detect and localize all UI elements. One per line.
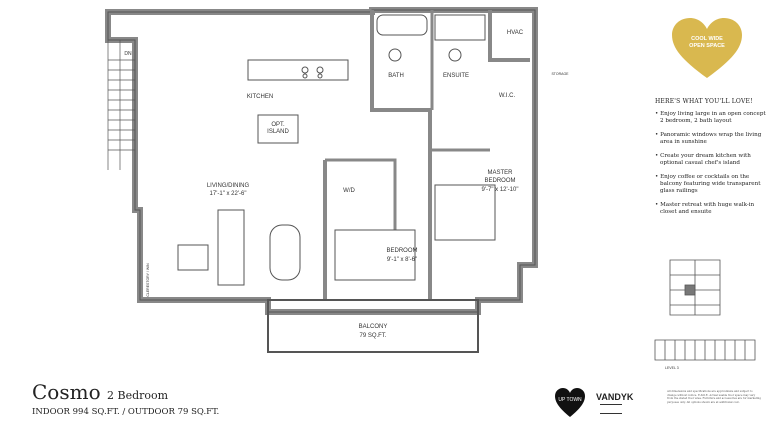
feature-item: • Panoramic windows wrap the living area… <box>655 132 762 145</box>
key-plan: LEVEL 3 <box>654 259 756 370</box>
vandyk-logo: VANDYK <box>596 392 634 402</box>
unit-name: Cosmo <box>32 380 101 404</box>
master-label-2: BEDROOM <box>484 178 515 184</box>
unit-area: INDOOR 994 SQ.FT. / OUTDOOR 79 SQ.FT. <box>32 407 220 417</box>
badge-label: COOL WIDE OPEN SPACE <box>672 36 742 50</box>
heart-badge-icon <box>672 18 742 78</box>
bedroom-dim: 9'-1" x 8'-6" <box>387 257 417 263</box>
balcony-label: BALCONY <box>359 324 388 330</box>
unit-type: 2 Bedroom <box>106 389 169 402</box>
uptown-logo-text: UP TOWN <box>558 397 582 403</box>
wd-label: W/D <box>343 188 355 194</box>
uptown-logo-icon: UP TOWN <box>555 388 585 417</box>
vandyk-logo-lines <box>600 404 622 414</box>
room-labels: KITCHEN OPT. ISLAND LIVING/DINING 17'-1"… <box>124 30 569 339</box>
hvac-label: HVAC <box>507 30 524 36</box>
kitchen-label: KITCHEN <box>247 94 273 100</box>
badge-line-2: OPEN SPACE <box>689 43 725 49</box>
disclaimer: All dimensions and specifications are ap… <box>667 390 762 404</box>
feature-item: • Enjoy coffee or cocktails on the balco… <box>655 174 761 194</box>
level-label: LEVEL 3 <box>665 366 679 370</box>
feature-text: Enjoy coffee or cocktails on the balcony… <box>660 174 761 194</box>
master-label: MASTER <box>487 170 513 176</box>
walls <box>105 7 538 353</box>
bath-label: BATH <box>388 73 404 79</box>
feature-text: Panoramic windows wrap the living area i… <box>660 132 762 145</box>
living-dim: 17'-1" x 22'-6" <box>210 191 247 197</box>
features-heading: HERE'S WHAT YOU'LL LOVE! <box>655 98 753 105</box>
badge-line-1: COOL WIDE <box>691 36 723 42</box>
feature-item: • Master retreat with huge walk-in close… <box>655 202 755 215</box>
bedroom-label: BEDROOM <box>386 248 417 254</box>
balcony-area: 79 SQ.FT. <box>359 333 386 339</box>
storage-label: STORAGE <box>551 72 569 76</box>
features-panel: HERE'S WHAT YOU'LL LOVE! • Enjoy living … <box>655 98 767 223</box>
wic-label: W.I.C. <box>499 93 516 99</box>
stairs-label: DN <box>124 51 132 57</box>
floor-plan: KITCHEN OPT. ISLAND LIVING/DINING 17'-1"… <box>105 7 569 353</box>
living-label: LIVING/DINING <box>207 183 250 189</box>
feature-item: • Enjoy living large in an open concept … <box>655 111 766 124</box>
island-label: OPT. <box>271 122 285 128</box>
master-dim: 9'-7" x 12'-10" <box>482 187 519 193</box>
feature-text: Enjoy living large in an open concept 2 … <box>660 111 766 124</box>
feature-item: • Create your dream kitchen with optiona… <box>655 153 751 166</box>
island-label-2: ISLAND <box>267 129 289 135</box>
feature-text: Create your dream kitchen with optional … <box>660 153 751 166</box>
unit-title: Cosmo 2 Bedroom <box>32 380 168 404</box>
feature-text: Master retreat with huge walk-in closet … <box>660 202 755 215</box>
clerestory-label: CLERESTORY / WIN <box>146 263 150 297</box>
ensuite-label: ENSUITE <box>443 73 469 79</box>
